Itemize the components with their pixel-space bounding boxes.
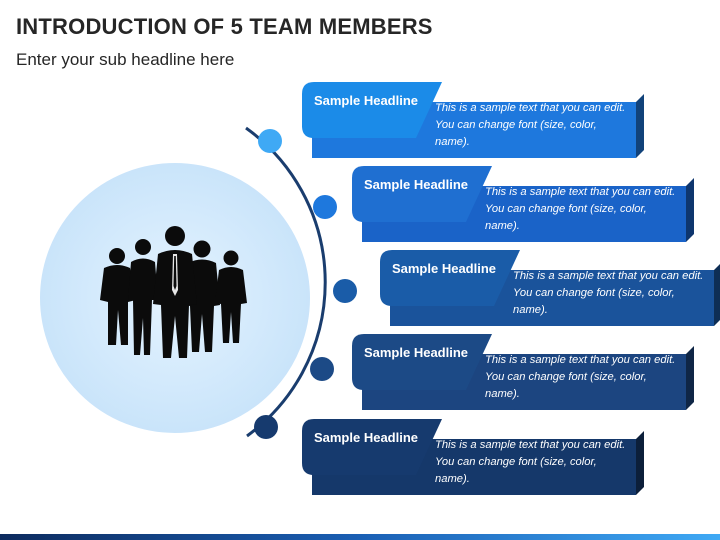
connector-dot-4 — [310, 357, 334, 381]
ribbon-1 — [302, 82, 644, 158]
headline-label-1: Sample Headline — [313, 93, 419, 108]
description-text-4: This is a sample text that you can edit.… — [485, 354, 676, 400]
connector-dot-2 — [313, 195, 337, 219]
connector-dot-1 — [258, 129, 282, 153]
page-subtitle: Enter your sub headline here — [16, 50, 235, 69]
connector-arc — [245, 126, 327, 438]
description-text-3: This is a sample text that you can edit.… — [513, 270, 704, 316]
connector-dot-5 — [254, 415, 278, 439]
ribbon-headline-tab — [352, 334, 492, 390]
ribbon-4 — [352, 334, 694, 410]
ribbon-headline-tab — [352, 166, 492, 222]
ribbon-headline-tab — [302, 419, 442, 475]
headline-label-3: Sample Headline — [391, 261, 497, 276]
headline-label-4: Sample Headline — [363, 345, 469, 360]
headline-label-2: Sample Headline — [363, 177, 469, 192]
description-text-1: This is a sample text that you can edit.… — [435, 102, 626, 148]
page-title: INTRODUCTION OF 5 TEAM MEMBERS — [16, 14, 433, 39]
description-text-5: This is a sample text that you can edit.… — [435, 439, 626, 485]
description-text-2: This is a sample text that you can edit.… — [485, 186, 676, 232]
ribbon-5 — [302, 419, 644, 495]
ribbon-headline-tab — [302, 82, 442, 138]
connector-dot-3 — [333, 279, 357, 303]
ribbon-headline-tab — [380, 250, 520, 306]
ribbon-3 — [380, 250, 720, 326]
headline-label-5: Sample Headline — [313, 430, 419, 445]
team-silhouette-icon — [100, 226, 247, 358]
bottom-accent-bar — [0, 534, 720, 540]
ribbon-2 — [352, 166, 694, 242]
